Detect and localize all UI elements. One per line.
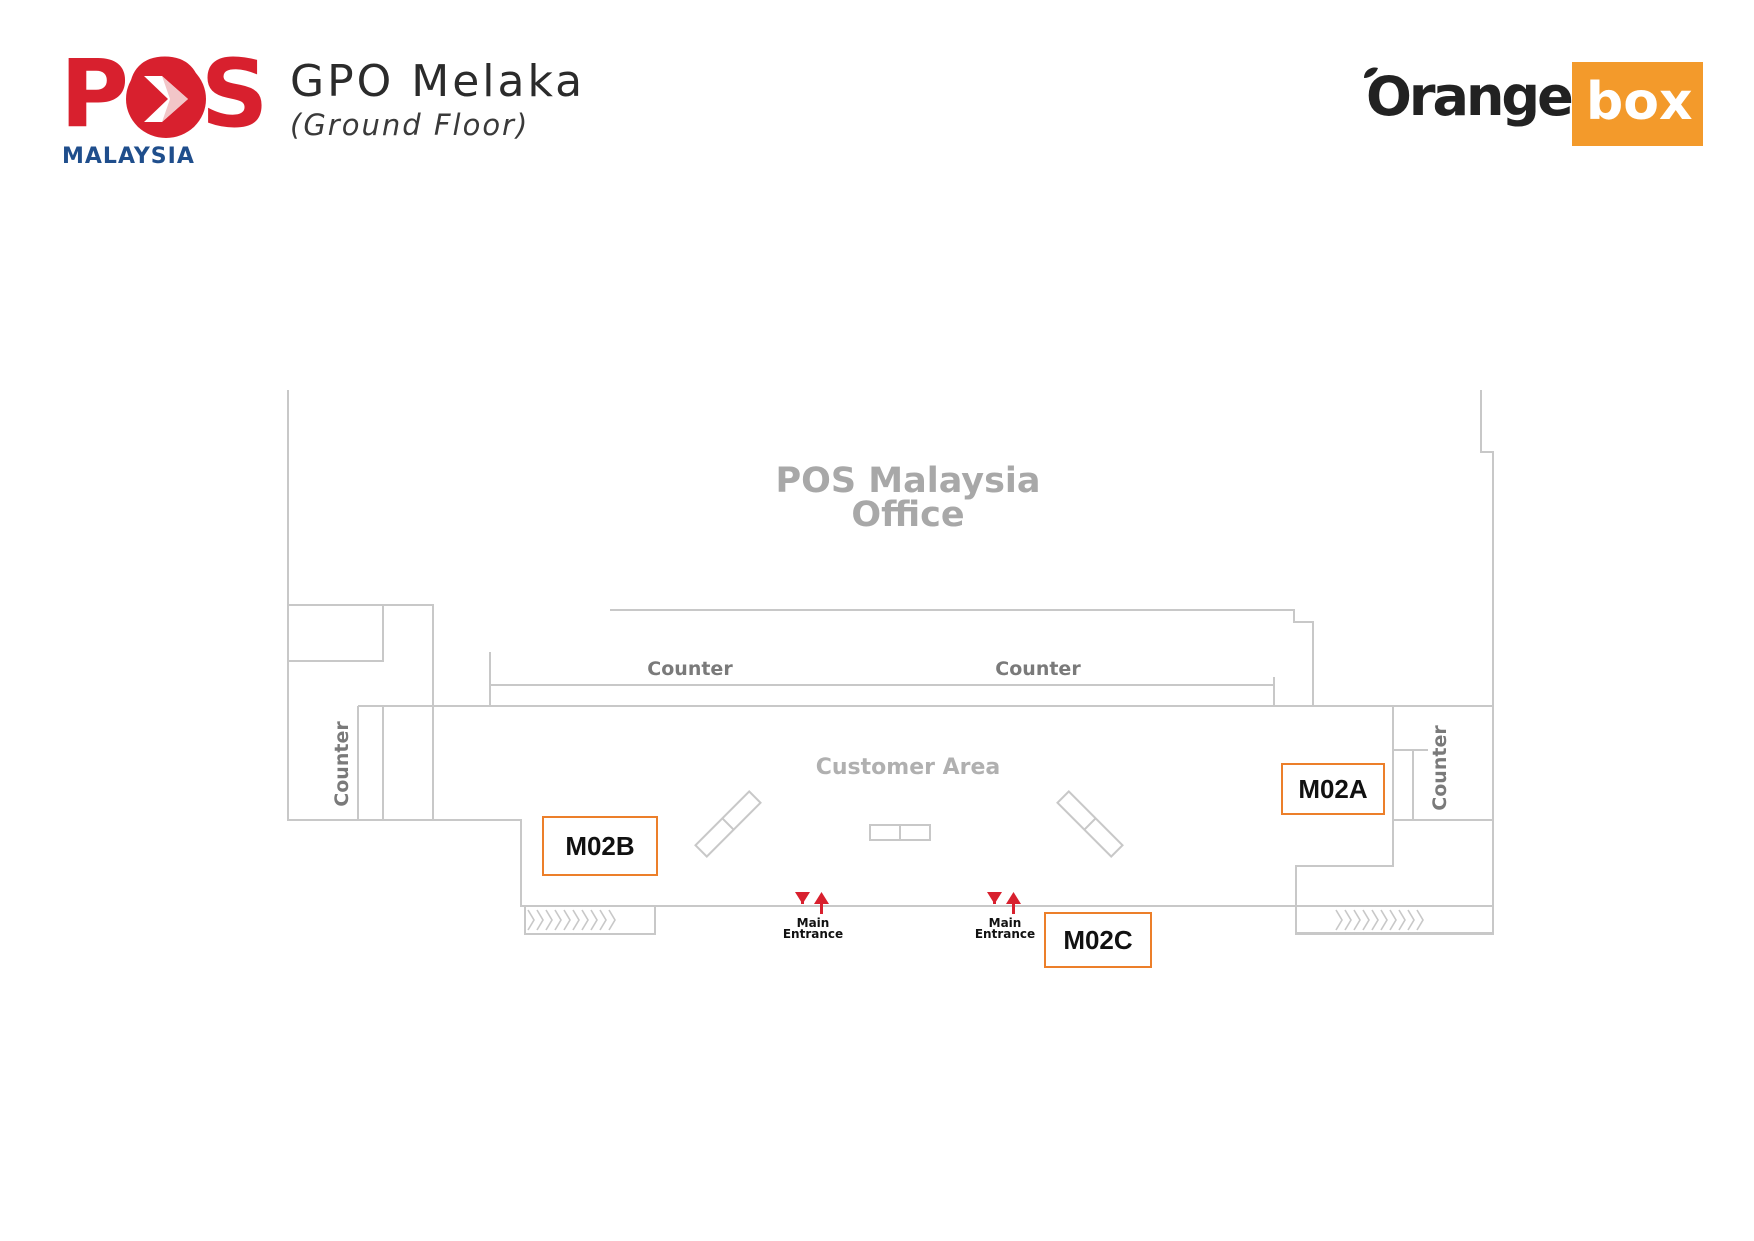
main-entrance-2: Main Entrance — [960, 916, 1050, 941]
counter-label-top-left: Counter — [647, 658, 733, 680]
office-label-line2: Office — [851, 495, 964, 535]
entrance-label-line1: Main — [796, 916, 830, 930]
pos-chevron-icon — [126, 60, 206, 138]
main-entrance-1: Main Entrance — [768, 916, 858, 941]
entrance-arrows-1 — [795, 892, 829, 914]
pos-logo-subtitle: MALAYSIA — [62, 144, 195, 169]
entrance-label-line1: Main — [988, 916, 1022, 930]
bench-center — [869, 824, 931, 841]
booth-m02a: M02A — [1281, 763, 1385, 815]
leaf-icon — [1364, 67, 1378, 78]
booth-m02b: M02B — [542, 816, 658, 876]
orangebox-logo: Orange box — [1364, 62, 1703, 146]
counter-label-left: Counter — [331, 721, 353, 807]
office-label-line1: POS Malaysia — [775, 461, 1040, 501]
orangebox-logo-word: Orange — [1366, 65, 1574, 128]
stairs-left — [527, 909, 616, 931]
stairs-right — [1335, 909, 1424, 931]
page-title-block: GPO Melaka (Ground Floor) — [290, 56, 586, 143]
orangebox-box-word: box — [1586, 72, 1693, 132]
counter-label-top-right: Counter — [995, 658, 1081, 680]
customer-area-label: Customer Area — [816, 755, 1001, 780]
entrance-arrows-2 — [987, 892, 1021, 914]
bench-right — [1056, 790, 1124, 858]
floor-walls — [287, 390, 1494, 935]
pos-malaysia-logo: POS MALAYSIA — [60, 48, 269, 170]
orangebox-box-badge: box — [1572, 62, 1703, 146]
entrance-label-line2: Entrance — [782, 927, 844, 941]
counter-label-right: Counter — [1429, 725, 1451, 811]
booth-m02c: M02C — [1044, 912, 1152, 968]
page-subtitle: (Ground Floor) — [290, 108, 530, 143]
entrance-label-line2: Entrance — [974, 927, 1036, 941]
page-title: GPO Melaka — [290, 56, 586, 107]
bench-left — [694, 790, 762, 858]
